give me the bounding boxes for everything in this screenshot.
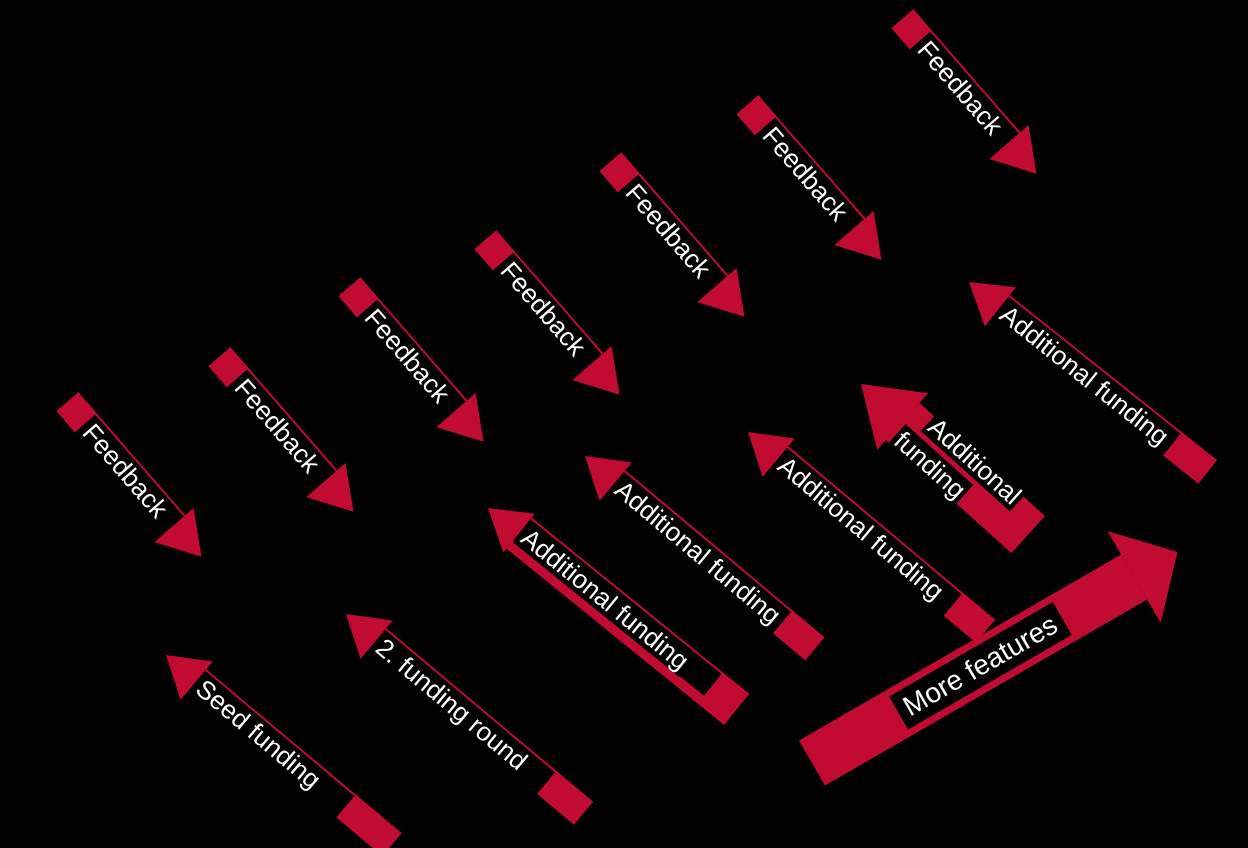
additional-funding-arrow: Additional funding bbox=[472, 488, 752, 729]
feedback-label: Feedback bbox=[755, 119, 856, 229]
more-features-label: More features bbox=[889, 602, 1072, 730]
arrow-shaft: Additional funding bbox=[885, 400, 1045, 554]
arrow-shaft: Feedback bbox=[474, 230, 604, 373]
feedback-label: Feedback bbox=[618, 176, 719, 286]
feedback-label: Feedback bbox=[227, 371, 328, 481]
arrow-tail-block bbox=[537, 770, 594, 825]
feedback-arrow: Feedback bbox=[329, 270, 504, 459]
second-funding-round-label: 2. funding round bbox=[368, 631, 536, 778]
arrow-shaft: 2. funding round bbox=[367, 628, 594, 825]
feedback-arrow: Feedback bbox=[47, 385, 222, 574]
additional-funding-label: Additional funding bbox=[992, 297, 1177, 453]
additional-funding-label: Additional funding bbox=[886, 400, 1029, 536]
arrow-shaft: Feedback bbox=[338, 277, 468, 420]
feedback-arrow: Feedback bbox=[465, 223, 640, 412]
feedback-arrow: Feedback bbox=[199, 340, 374, 529]
feedback-arrow: Feedback bbox=[882, 2, 1057, 191]
feedback-label: Feedback bbox=[357, 301, 458, 411]
arrow-shaft: Feedback bbox=[208, 347, 338, 490]
feedback-label: Feedback bbox=[75, 416, 176, 526]
feedback-label: Feedback bbox=[493, 254, 594, 364]
arrow-shaft: Feedback bbox=[736, 95, 866, 238]
seed-funding-arrow: Seed funding bbox=[149, 635, 408, 848]
arrow-shaft: Feedback bbox=[56, 392, 186, 535]
seed-funding-label: Seed funding bbox=[188, 672, 329, 796]
feedback-label: Feedback bbox=[910, 33, 1011, 143]
arrow-shaft: Feedback bbox=[891, 9, 1021, 152]
feedback-arrow: Feedback bbox=[727, 88, 902, 277]
arrow-shaft: Additional funding bbox=[991, 295, 1218, 484]
arrow-tail-block bbox=[1163, 432, 1218, 484]
arrow-tail-block bbox=[697, 672, 750, 725]
arrow-tail-block bbox=[336, 794, 402, 848]
feedback-arrow: Feedback bbox=[590, 145, 765, 334]
arrow-shaft: Feedback bbox=[599, 152, 729, 295]
arrow-shaft: Seed funding bbox=[187, 669, 402, 848]
